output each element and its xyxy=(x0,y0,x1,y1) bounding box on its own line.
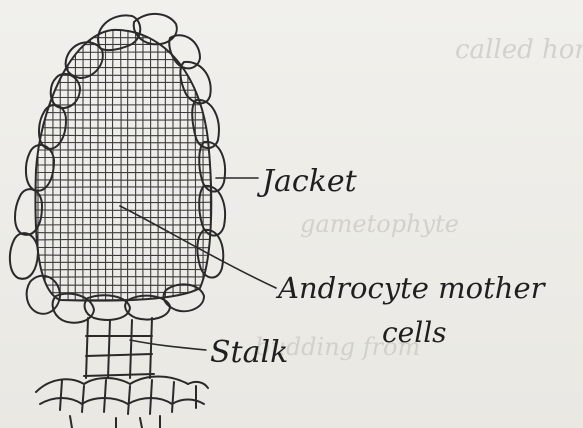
grid-line-horizontal xyxy=(30,44,216,45)
ghost-line-2: gametophyte xyxy=(300,210,459,238)
label-androcyte-line1: Androcyte mother xyxy=(275,271,547,305)
grid-line-horizontal xyxy=(30,180,216,181)
basal-tissue xyxy=(36,377,208,428)
grid-line-horizontal xyxy=(30,187,216,188)
stalk xyxy=(84,318,154,378)
leader-stalk xyxy=(130,340,206,350)
label-androcyte-line2: cells xyxy=(382,316,447,349)
label-jacket: Jacket xyxy=(256,164,358,199)
label-stalk: Stalk xyxy=(210,335,288,370)
ghost-line-1: called homosporous xyxy=(455,35,583,65)
grid-line-horizontal xyxy=(30,269,216,270)
grid-line-horizontal xyxy=(30,135,216,136)
grid-line-horizontal xyxy=(30,277,216,278)
jacket-cell xyxy=(26,145,54,191)
jacket-cell xyxy=(27,276,60,314)
grid-line-horizontal xyxy=(30,202,216,203)
jacket-cell xyxy=(85,295,130,320)
jacket-cell xyxy=(10,233,38,279)
grid-line-horizontal xyxy=(30,239,216,240)
grid-line-horizontal xyxy=(30,128,216,129)
grid-line-horizontal xyxy=(30,59,216,60)
